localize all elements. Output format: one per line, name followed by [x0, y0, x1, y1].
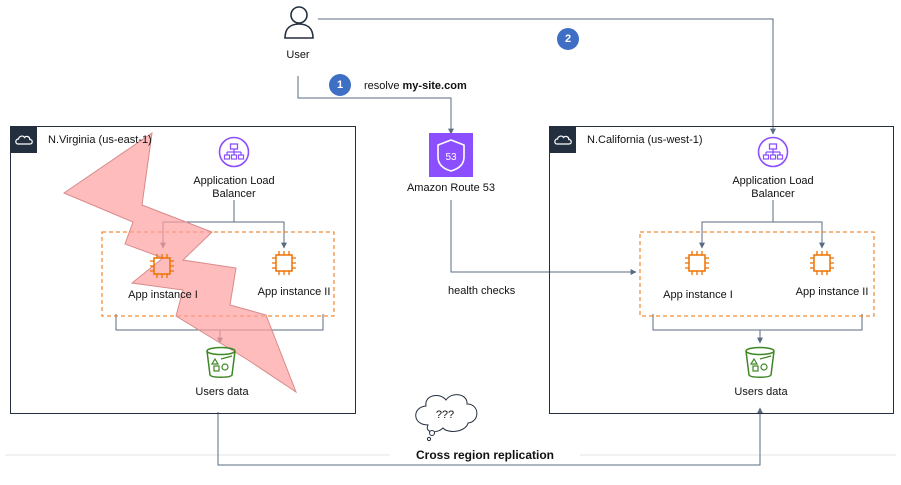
failure-lightning-icon	[62, 131, 298, 394]
connector-user-to-route53	[297, 76, 454, 135]
step-2-badge: 2	[557, 28, 579, 50]
route53-badge-text: 53	[445, 152, 457, 163]
west-ec2-instance-2-icon	[807, 248, 837, 278]
cloud-icon	[15, 135, 33, 145]
connector-west-alb-to-instance-1	[699, 200, 774, 249]
connector-west-instances-join	[652, 314, 863, 331]
west-s3-bucket-icon	[743, 345, 777, 379]
west-alb-label-line1: Application Load	[732, 175, 814, 187]
east-app-group	[101, 231, 335, 317]
connector-user-to-west-alb	[318, 18, 776, 135]
east-instance-2-label: App instance II	[257, 286, 331, 298]
step-1-label: resolve my-site.com	[364, 80, 467, 92]
east-s3-bucket-icon	[204, 345, 238, 379]
west-ec2-instance-1-icon	[682, 248, 712, 278]
west-alb-icon	[757, 136, 789, 168]
replication-label: Cross region replication	[390, 449, 580, 462]
connector-health-check	[450, 200, 637, 275]
east-alb-label-line1: Application Load	[193, 175, 275, 187]
west-region-title: N.California (us-west-1)	[587, 134, 703, 146]
west-instance-2-label: App instance II	[795, 286, 869, 298]
west-storage-label: Users data	[734, 386, 788, 398]
user-icon	[283, 4, 315, 40]
east-instance-1-label: App instance I	[128, 289, 198, 301]
health-checks-label: health checks	[448, 285, 516, 297]
route53-icon: 53	[429, 133, 473, 177]
east-region-tag	[11, 127, 37, 153]
unknown-cloud-text: ???	[435, 409, 455, 421]
west-alb-label-line2: Balancer	[751, 188, 795, 200]
east-storage-label: Users data	[195, 386, 249, 398]
region-east: N.Virginia (us-east-1)	[10, 126, 356, 414]
west-instance-1-label: App instance I	[663, 289, 733, 301]
east-region-title: N.Virginia (us-east-1)	[48, 134, 152, 146]
east-alb-label-line2: Balancer	[212, 188, 256, 200]
connector-west-alb-to-instance-2	[773, 221, 825, 249]
region-west: N.California (us-west-1)	[549, 126, 894, 414]
west-app-group	[639, 231, 875, 317]
west-region-tag	[550, 127, 576, 153]
question-cloud-icon	[415, 394, 478, 442]
east-ec2-instance-1-icon	[147, 251, 177, 281]
step-1-badge: 1	[329, 74, 351, 96]
connector-east-alb-to-instance-2	[234, 221, 287, 249]
connector-replication	[217, 407, 763, 466]
east-alb-icon	[218, 136, 250, 168]
cloud-icon	[554, 135, 572, 145]
route53-label: Amazon Route 53	[406, 182, 496, 194]
user-label: User	[286, 49, 310, 61]
east-ec2-instance-2-icon	[269, 248, 299, 278]
